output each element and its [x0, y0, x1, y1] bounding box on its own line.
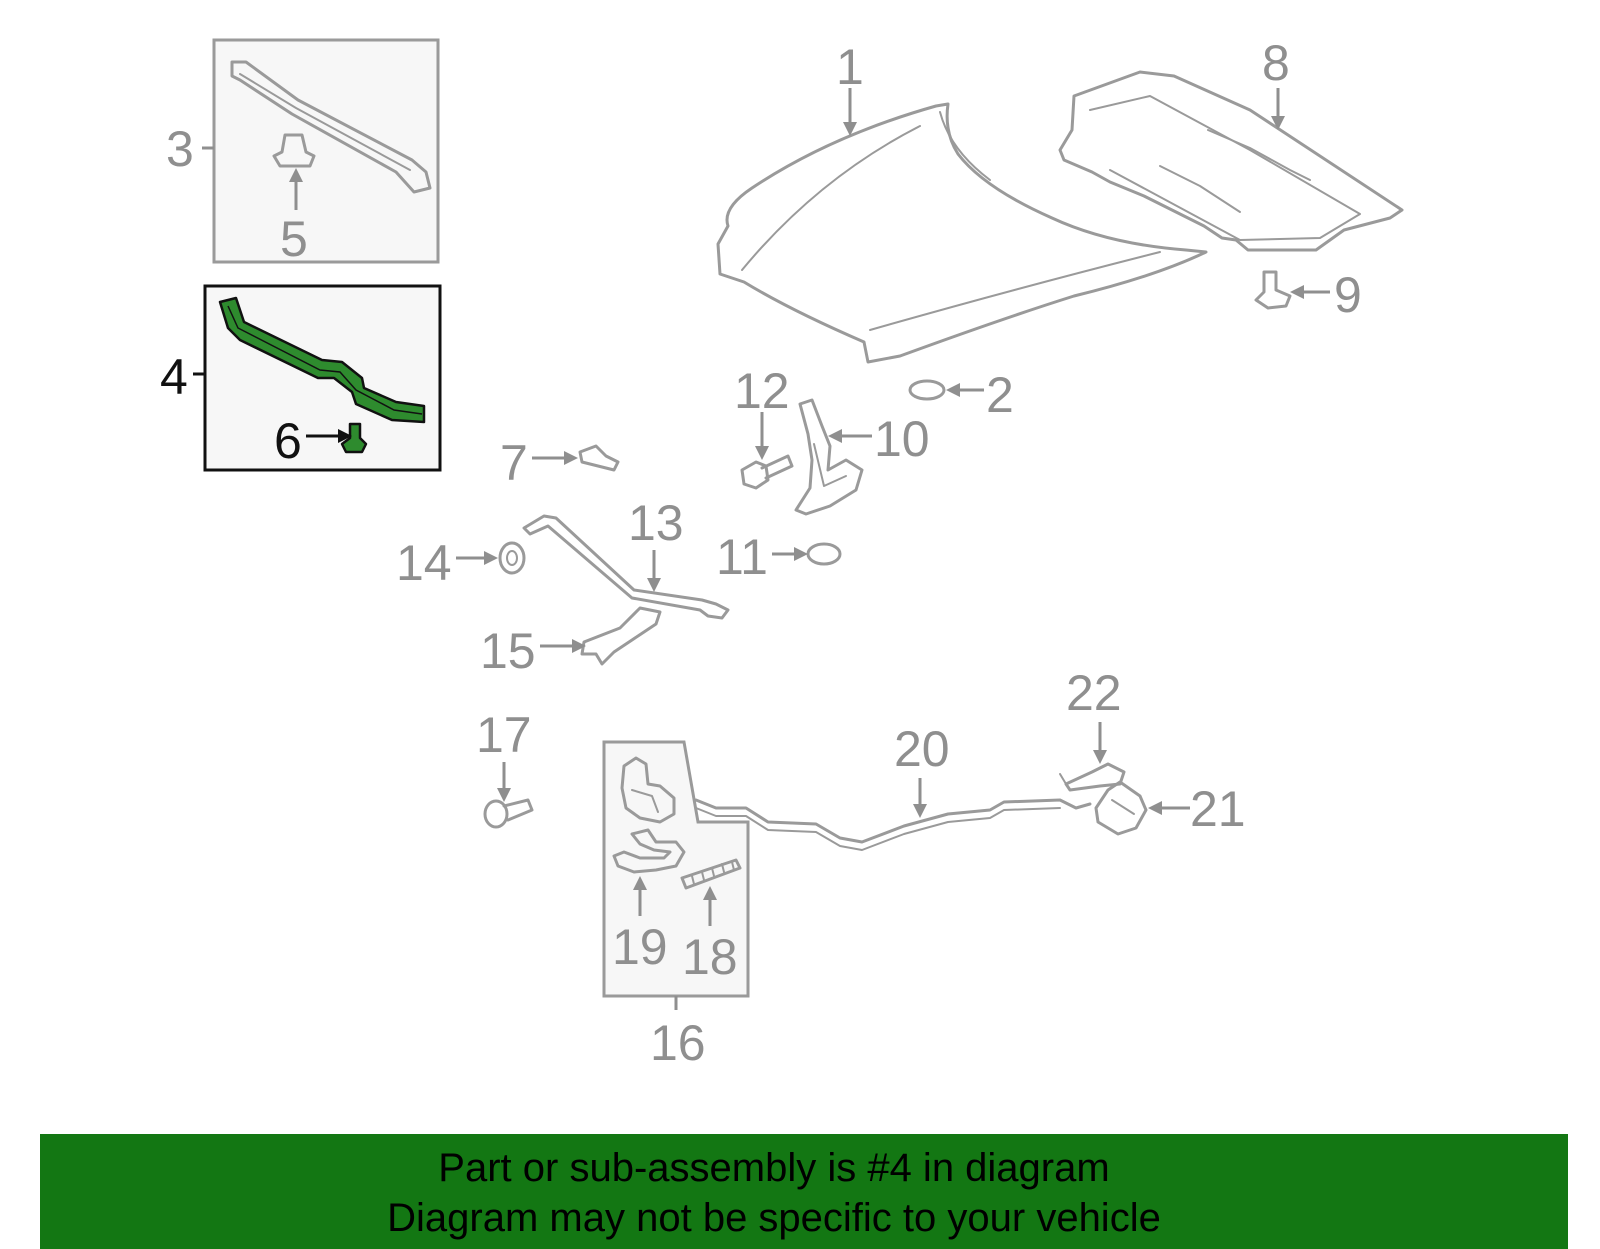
part-22-lever[interactable] — [1059, 762, 1126, 792]
part-13-prop-rod[interactable] — [522, 514, 730, 620]
part-14-grommet[interactable] — [498, 541, 526, 575]
callout-11: 11 — [716, 529, 768, 585]
callout-4: 4 — [160, 349, 188, 405]
part-8-insulator[interactable] — [1058, 70, 1404, 252]
part-19-cable-end[interactable] — [612, 828, 686, 874]
banner-line-disclaimer: Diagram may not be specific to your vehi… — [387, 1196, 1161, 1240]
callout-21: 21 — [1190, 781, 1246, 837]
callout-17: 17 — [476, 707, 532, 763]
part-15-holder[interactable] — [580, 606, 662, 666]
callout-9: 9 — [1334, 267, 1362, 323]
callout-18: 18 — [682, 929, 738, 985]
callout-15: 15 — [480, 623, 536, 679]
part-4-weatherstrip[interactable] — [218, 296, 426, 424]
callout-14: 14 — [396, 535, 452, 591]
callout-12: 12 — [734, 363, 790, 419]
callout-6: 6 — [274, 413, 302, 469]
part-11-grommet[interactable] — [806, 542, 842, 566]
info-banner: Part or sub-assembly is #4 in diagram Di… — [40, 1134, 1568, 1249]
subassembly-box-16 — [602, 740, 750, 998]
part-5-clip[interactable] — [272, 133, 316, 168]
part-17-bolt[interactable] — [483, 798, 534, 829]
part-2-grommet[interactable] — [908, 379, 946, 401]
callout-10: 10 — [874, 411, 930, 467]
callout-5: 5 — [280, 211, 308, 267]
part-3-panel[interactable] — [230, 60, 432, 194]
part-7-clip[interactable] — [578, 444, 620, 472]
subassembly-box-4 — [203, 284, 442, 472]
callout-19: 19 — [612, 919, 668, 975]
callout-3: 3 — [166, 121, 194, 177]
part-1-hood[interactable] — [716, 102, 1208, 364]
callout-16: 16 — [650, 1015, 706, 1071]
part-12-bolt[interactable] — [740, 454, 794, 490]
callout-7: 7 — [500, 435, 528, 491]
callout-1: 1 — [836, 39, 864, 95]
callout-8: 8 — [1262, 35, 1290, 91]
subassembly-box-3 — [212, 38, 440, 264]
banner-line-part-number: Part or sub-assembly is #4 in diagram — [438, 1146, 1110, 1190]
part-18-spring[interactable] — [680, 858, 742, 890]
part-21-handle[interactable] — [1094, 780, 1148, 836]
part-6-clip[interactable] — [340, 422, 368, 454]
callout-20: 20 — [894, 721, 950, 777]
part-20-release-cable[interactable] — [694, 798, 1092, 851]
part-10-hinge[interactable] — [794, 398, 864, 516]
part-16-latch[interactable] — [620, 756, 676, 824]
callout-13: 13 — [628, 495, 684, 551]
part-9-clip[interactable] — [1254, 270, 1292, 310]
callout-2: 2 — [986, 367, 1014, 423]
callout-22: 22 — [1066, 665, 1122, 721]
